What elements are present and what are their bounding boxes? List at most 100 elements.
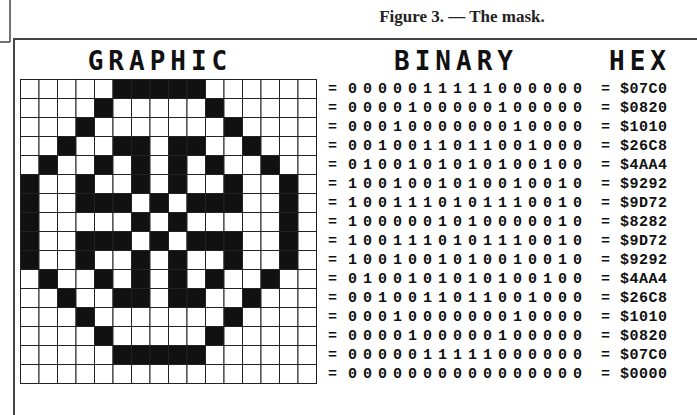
pixel-cell (224, 308, 243, 327)
pixel-cell (132, 194, 151, 213)
pixel-cell (95, 194, 114, 213)
equals-sign: = (601, 348, 610, 363)
pixel-cell (76, 270, 95, 289)
pixel-cell (39, 118, 58, 137)
pixel-cell (206, 213, 225, 232)
pixel-cell (169, 175, 188, 194)
pixel-cell (132, 156, 151, 175)
pixel-cell (113, 175, 132, 194)
binary-value: 0000011111000000 (348, 348, 588, 363)
pixel-cell (243, 251, 262, 270)
pixel-cell (76, 99, 95, 118)
pixel-cell (150, 175, 169, 194)
pixel-cell (95, 213, 114, 232)
pixel-cell (261, 175, 280, 194)
pixel-cell (206, 194, 225, 213)
pixel-cell (21, 118, 40, 137)
pixel-cell (298, 118, 317, 137)
pixel-cell (113, 213, 132, 232)
pixel-cell (280, 232, 299, 251)
pixel-cell (95, 175, 114, 194)
pixel-cell (206, 99, 225, 118)
equals-sign: = (601, 177, 610, 192)
pixel-cell (243, 99, 262, 118)
hex-value: $8282 (620, 215, 668, 230)
pixel-cell (280, 327, 299, 346)
pixel-cell (261, 99, 280, 118)
pixel-cell (150, 251, 169, 270)
pixel-cell (224, 289, 243, 308)
pixel-cell (21, 213, 40, 232)
pixel-grid (20, 79, 318, 385)
pixel-cell (132, 232, 151, 251)
pixel-cell (150, 118, 169, 137)
pixel-cell (224, 346, 243, 365)
pixel-cell (261, 289, 280, 308)
hex-value: $26C8 (620, 291, 668, 306)
pixel-cell (169, 194, 188, 213)
pixel-cell (132, 175, 151, 194)
pixel-cell (298, 99, 317, 118)
pixel-cell (224, 270, 243, 289)
pixel-cell (169, 308, 188, 327)
equals-sign: = (328, 253, 337, 268)
pixel-cell (187, 270, 206, 289)
pixel-cell (261, 270, 280, 289)
pixel-cell (95, 137, 114, 156)
pixel-cell (187, 327, 206, 346)
pixel-cell (39, 289, 58, 308)
pixel-cell (224, 137, 243, 156)
pixel-cell (76, 213, 95, 232)
binary-value: 0000011111000000 (348, 82, 588, 97)
pixel-cell (261, 213, 280, 232)
hex-value: $9292 (620, 253, 668, 268)
pixel-cell (21, 99, 40, 118)
pixel-cell (298, 175, 317, 194)
figure-title: Figure 3. — The mask. (379, 7, 545, 27)
binary-value: 0010011011001000 (348, 139, 588, 154)
equals-sign: = (328, 272, 337, 287)
pixel-cell (206, 365, 225, 384)
pixel-cell (76, 194, 95, 213)
pixel-cell (206, 118, 225, 137)
pixel-cell (243, 213, 262, 232)
pixel-cell (58, 308, 77, 327)
pixel-cell (113, 156, 132, 175)
pixel-cell (58, 156, 77, 175)
pixel-cell (187, 175, 206, 194)
edge-line (9, 0, 11, 42)
hex-value: $9D72 (620, 196, 668, 211)
equals-sign: = (601, 310, 610, 325)
pixel-cell (132, 327, 151, 346)
pixel-cell (243, 327, 262, 346)
pixel-cell (169, 365, 188, 384)
pixel-cell (243, 175, 262, 194)
pixel-cell (298, 137, 317, 156)
pixel-cell (187, 156, 206, 175)
equals-sign: = (328, 310, 337, 325)
equals-sign: = (601, 215, 610, 230)
pixel-cell (58, 251, 77, 270)
pixel-cell (21, 232, 40, 251)
pixel-cell (224, 327, 243, 346)
pixel-cell (261, 365, 280, 384)
binary-value: 1001001010010010 (348, 177, 588, 192)
equals-sign: = (328, 348, 337, 363)
hex-value: $1010 (620, 310, 668, 325)
pixel-cell (39, 194, 58, 213)
pixel-cell (169, 80, 188, 99)
figure-frame: GRAPHICBINARYHEX=0000011111000000=$07C0=… (13, 38, 697, 415)
pixel-cell (298, 194, 317, 213)
pixel-cell (58, 365, 77, 384)
pixel-cell (280, 365, 299, 384)
pixel-cell (187, 365, 206, 384)
pixel-cell (224, 99, 243, 118)
pixel-cell (150, 137, 169, 156)
equals-sign: = (601, 139, 610, 154)
pixel-cell (132, 270, 151, 289)
equals-sign: = (601, 196, 610, 211)
pixel-cell (261, 194, 280, 213)
pixel-cell (187, 213, 206, 232)
pixel-cell (243, 80, 262, 99)
